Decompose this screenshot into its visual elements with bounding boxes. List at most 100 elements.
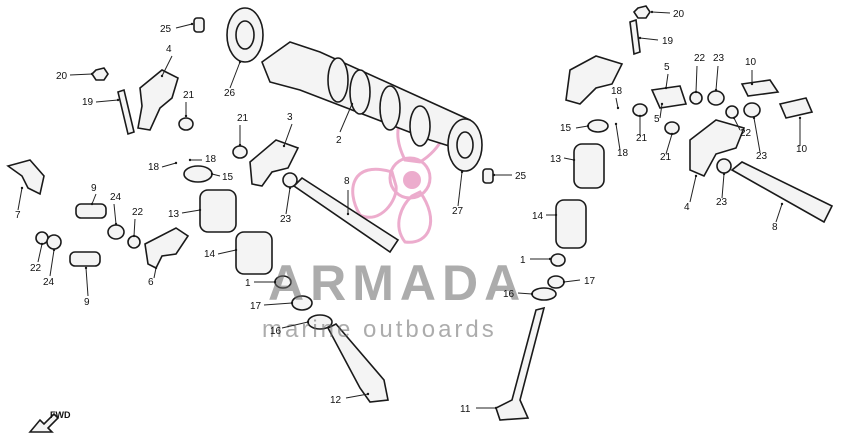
leader-line-c-23a	[285, 187, 291, 215]
screw-19b	[629, 18, 641, 56]
leader-dot-c-8a	[346, 212, 350, 216]
callout-label-c-18c: 18	[611, 86, 623, 97]
rocker-arm-3	[249, 139, 300, 187]
leader-line-c-6	[153, 267, 157, 279]
leader-line-c-16a	[281, 321, 309, 329]
leader-line-c-2	[339, 103, 353, 133]
watermark-subtitle: marine outboards	[262, 316, 497, 343]
leader-dot-c-9b	[84, 266, 88, 270]
leader-dot-c-21a	[184, 114, 188, 118]
callout-label-c-24b: 24	[43, 277, 55, 288]
callout-label-c-13a: 13	[168, 209, 180, 220]
callout-label-c-23a: 23	[280, 214, 292, 225]
leader-line-c-9b	[85, 267, 89, 297]
watermark-title: ARMADA	[268, 255, 526, 311]
callout-label-c-23c: 23	[756, 151, 768, 162]
washer-24b	[107, 224, 125, 240]
callout-label-c-7: 7	[15, 210, 21, 221]
leader-dot-c-7	[20, 186, 24, 190]
leader-dot-c-2	[350, 102, 354, 106]
fwd-label: FWD	[50, 410, 71, 420]
leader-dot-c-20b	[650, 10, 654, 14]
leader-line-c-3a	[283, 123, 293, 147]
leader-dot-c-4b	[694, 174, 698, 178]
leader-dot-c-19a	[116, 98, 120, 102]
callout-label-c-1b: 1	[520, 255, 526, 266]
retainer-15b	[587, 119, 609, 133]
leader-dot-c-18b	[188, 158, 192, 162]
leader-dot-c-23d	[722, 172, 726, 176]
rocker-arm-4b	[689, 119, 746, 178]
washer-22c	[689, 91, 703, 105]
leader-line-c-5a	[665, 73, 669, 89]
washer-16b	[531, 287, 557, 301]
callout-label-c-4a: 4	[166, 44, 172, 55]
leader-line-c-7	[17, 187, 23, 211]
rocker-arm-6	[144, 227, 190, 270]
leader-line-c-18a	[161, 162, 177, 168]
callout-label-c-8a: 8	[344, 176, 350, 187]
adjuster-10	[740, 79, 780, 97]
leader-dot-c-11	[494, 406, 498, 410]
leader-dot-c-25a	[190, 22, 194, 26]
leader-line-c-4a	[161, 55, 173, 77]
leader-dot-c-18a	[174, 161, 178, 165]
leader-dot-c-6	[154, 266, 158, 270]
leader-line-c-15a	[211, 173, 221, 177]
callout-label-c-10b: 10	[796, 144, 808, 155]
valve-11	[495, 306, 546, 421]
leader-dot-c-1a	[273, 280, 277, 284]
leader-line-c-17b	[563, 279, 581, 283]
leader-line-c-23c	[753, 117, 761, 153]
valve-spring-14b	[555, 199, 587, 249]
callout-label-c-27: 27	[452, 206, 464, 217]
leader-line-c-13b	[563, 157, 575, 161]
leader-dot-c-27	[460, 170, 464, 174]
leader-dot-c-14b	[554, 213, 558, 217]
callout-label-c-26: 26	[224, 88, 236, 99]
valve-spring-13	[199, 189, 237, 233]
leader-line-c-18c	[615, 97, 619, 109]
washer-22	[35, 231, 49, 245]
callout-label-c-15b: 15	[560, 123, 572, 134]
callout-label-c-5b: 5	[654, 114, 660, 125]
washer-23c	[743, 102, 761, 118]
callout-label-c-2: 2	[336, 135, 342, 146]
leader-line-c-19a	[95, 99, 119, 103]
callout-label-c-18d: 18	[617, 148, 629, 159]
fwd-indicator: FWD	[28, 410, 71, 433]
leader-dot-c-22a	[132, 234, 136, 238]
callout-label-c-9a: 9	[91, 183, 97, 194]
leader-dot-c-19b	[638, 36, 642, 40]
leader-dot-c-21b	[238, 143, 242, 147]
dowel-pin-25	[193, 17, 205, 33]
adjuster-10b	[778, 97, 814, 119]
leader-dot-c-10a	[750, 82, 754, 86]
leader-dot-c-26	[238, 60, 242, 64]
leader-line-c-23d	[721, 173, 725, 199]
callout-label-c-13b: 13	[550, 154, 562, 165]
leader-line-c-21d	[665, 133, 673, 155]
leader-line-c-16b	[517, 292, 533, 295]
leader-line-c-23b	[715, 65, 719, 91]
callout-label-c-16a: 16	[270, 326, 282, 337]
leader-line-c-5b	[659, 103, 663, 119]
callout-label-c-19a: 19	[82, 97, 94, 108]
leader-line-c-22c	[695, 65, 698, 93]
callout-label-c-21b: 21	[237, 113, 249, 124]
leader-line-c-13a	[181, 209, 201, 214]
leader-dot-c-17a	[290, 301, 294, 305]
leader-dot-c-5a	[664, 86, 668, 90]
callout-label-c-21a: 21	[183, 90, 195, 101]
screw-19	[117, 88, 135, 136]
leader-line-c-15b	[575, 125, 589, 129]
leader-dot-c-23a	[288, 186, 292, 190]
leader-line-c-20a	[69, 73, 93, 76]
leader-line-c-24a	[113, 203, 117, 225]
callout-label-c-10a: 10	[745, 57, 757, 68]
washer-21b	[232, 145, 248, 159]
callout-label-c-14a: 14	[204, 249, 216, 260]
leader-dot-c-24b	[52, 248, 56, 252]
stem-seal-1b	[550, 253, 566, 267]
